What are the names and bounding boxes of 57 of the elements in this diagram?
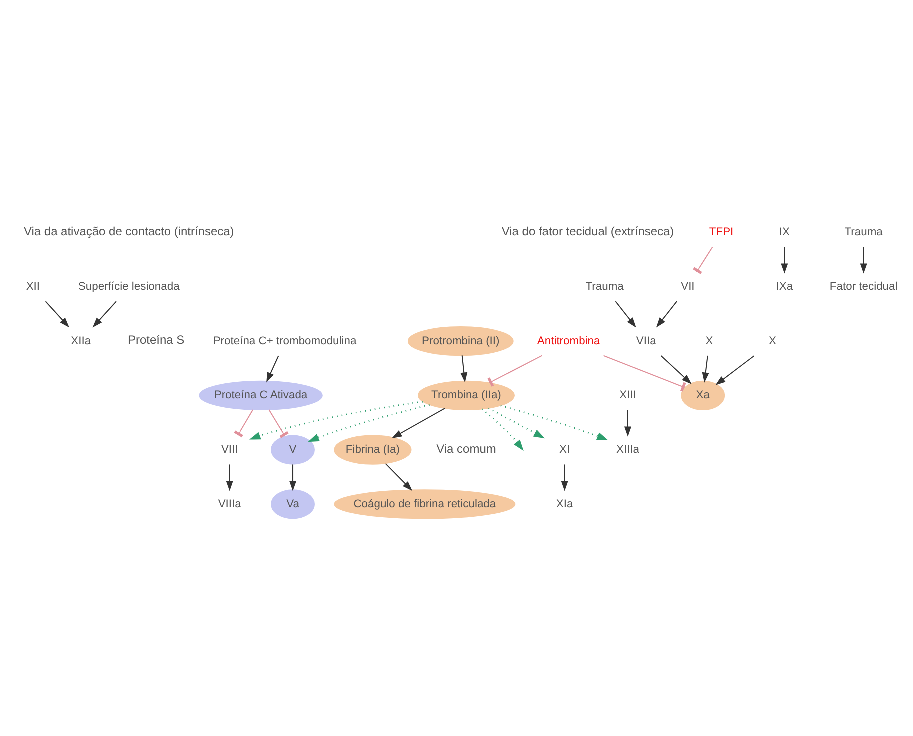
node-text: XII — [26, 280, 40, 292]
node-text: IXa — [776, 280, 794, 292]
arrow — [308, 404, 430, 442]
node-text: Superfície lesionada — [78, 280, 180, 292]
label: Via da ativação de contacto (intrínseca) — [24, 224, 234, 238]
arrow — [615, 300, 636, 328]
arrow — [226, 464, 234, 491]
node-text: Trauma — [844, 226, 883, 238]
node-text: X — [706, 334, 714, 347]
connector — [693, 246, 714, 274]
node-text: Antitrombina — [537, 334, 600, 347]
node-text: VIIa — [636, 334, 656, 347]
node-text: Fator tecidual — [830, 280, 898, 292]
arrow — [482, 408, 524, 451]
node-ellipse: Protrombina (II) — [408, 326, 514, 356]
arrow — [385, 463, 413, 491]
arrow — [92, 300, 117, 328]
node-ellipse: Va — [271, 489, 315, 519]
connector — [604, 354, 686, 392]
arrow — [249, 400, 424, 440]
node-text: TFPI — [709, 226, 734, 238]
node-ellipse: Fibrina (Ia) — [334, 434, 412, 464]
arrow — [500, 404, 608, 440]
node-ellipse: Coágulo de fibrina reticulada — [334, 489, 516, 519]
arrow — [656, 300, 678, 328]
arrow — [860, 246, 868, 274]
label: Proteína S — [128, 332, 185, 347]
node-text: VIII — [221, 444, 238, 456]
node-text: X — [768, 334, 776, 347]
arrow — [561, 464, 568, 491]
arrow — [266, 355, 280, 382]
node-text: XIIa — [71, 334, 92, 347]
node-ellipse: Proteína C Ativada — [199, 380, 323, 410]
arrow — [716, 355, 755, 385]
node-text: IX — [779, 226, 790, 238]
node-ellipse: V — [271, 434, 315, 464]
connector — [234, 409, 254, 438]
node-text: VII — [681, 280, 695, 292]
arrow — [781, 246, 788, 274]
node-text: VIIIa — [218, 498, 242, 510]
arrow — [702, 355, 710, 382]
arrow — [289, 464, 297, 491]
node-text: Proteína C+ trombomodulina — [213, 334, 357, 347]
node-text: XI — [560, 444, 570, 456]
node-text: Trauma — [586, 280, 624, 292]
arrow — [45, 300, 70, 328]
node-text: XIa — [556, 498, 574, 510]
arrow — [624, 410, 632, 436]
connector — [268, 409, 289, 438]
node-text: XIIIa — [616, 444, 640, 456]
arrow — [460, 355, 468, 382]
label: Via comum — [436, 441, 496, 456]
arrow — [488, 407, 546, 438]
arrow — [660, 355, 692, 384]
arrow — [392, 408, 446, 438]
label: Via do fator tecidual (extrínseca) — [502, 224, 674, 238]
node-text: XIII — [620, 389, 636, 402]
